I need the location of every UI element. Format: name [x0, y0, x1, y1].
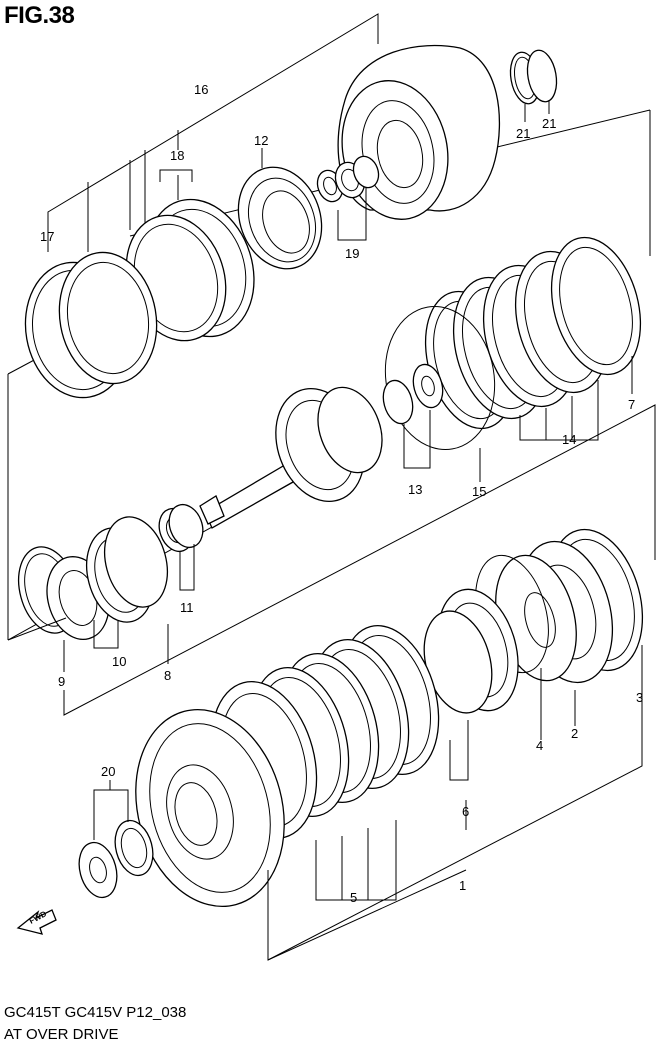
clutch-piston-parts	[423, 528, 644, 830]
section-name: AT OVER DRIVE	[4, 1026, 119, 1043]
figure-title: FIG.38	[4, 2, 75, 29]
callout-17: 17	[40, 229, 54, 244]
callout-19: 19	[345, 246, 359, 261]
callout-4: 4	[536, 738, 543, 753]
callout-14: 14	[562, 432, 576, 447]
callout-16: 16	[194, 82, 208, 97]
callout-9: 9	[58, 674, 65, 689]
ring-gear-12	[237, 148, 323, 270]
thrust-washer-20	[78, 780, 154, 899]
fwd-arrow-icon: FWD	[16, 909, 57, 935]
callout-13: 13	[408, 482, 422, 497]
clutch-plates-14	[424, 236, 642, 441]
snap-ring-17	[24, 251, 158, 399]
snap-rings-21	[509, 49, 558, 122]
callout-10: 10	[112, 654, 126, 669]
callout-18: 18	[170, 148, 184, 163]
callout-8: 8	[164, 668, 171, 683]
sun-gear-parts	[7, 503, 204, 712]
thrust-washer-19	[316, 155, 380, 241]
callout-21b: 21	[542, 116, 556, 131]
callout-12: 12	[254, 133, 268, 148]
top-assembly-frame	[47, 13, 379, 252]
model-line: GC415T GC415V P12_038	[4, 1004, 187, 1021]
clutch-drum-part	[337, 44, 501, 220]
callout-21a: 21	[516, 126, 530, 141]
callout-5: 5	[350, 890, 357, 905]
output-shaft	[199, 386, 383, 529]
callout-6: 6	[462, 804, 469, 819]
callout-3: 3	[636, 690, 643, 705]
callout-15: 15	[472, 484, 486, 499]
callout-2: 2	[571, 726, 578, 741]
callout-11: 11	[180, 600, 194, 615]
callout-1: 1	[459, 878, 466, 893]
callout-20: 20	[101, 764, 115, 779]
callout-7: 7	[628, 397, 635, 412]
clutch-housing-1	[135, 708, 467, 961]
callout-labels: 1 2 3 4 5 6 7 8 9 10 11 12 13 14 15 16 1…	[40, 82, 643, 905]
washer-13	[382, 363, 444, 469]
